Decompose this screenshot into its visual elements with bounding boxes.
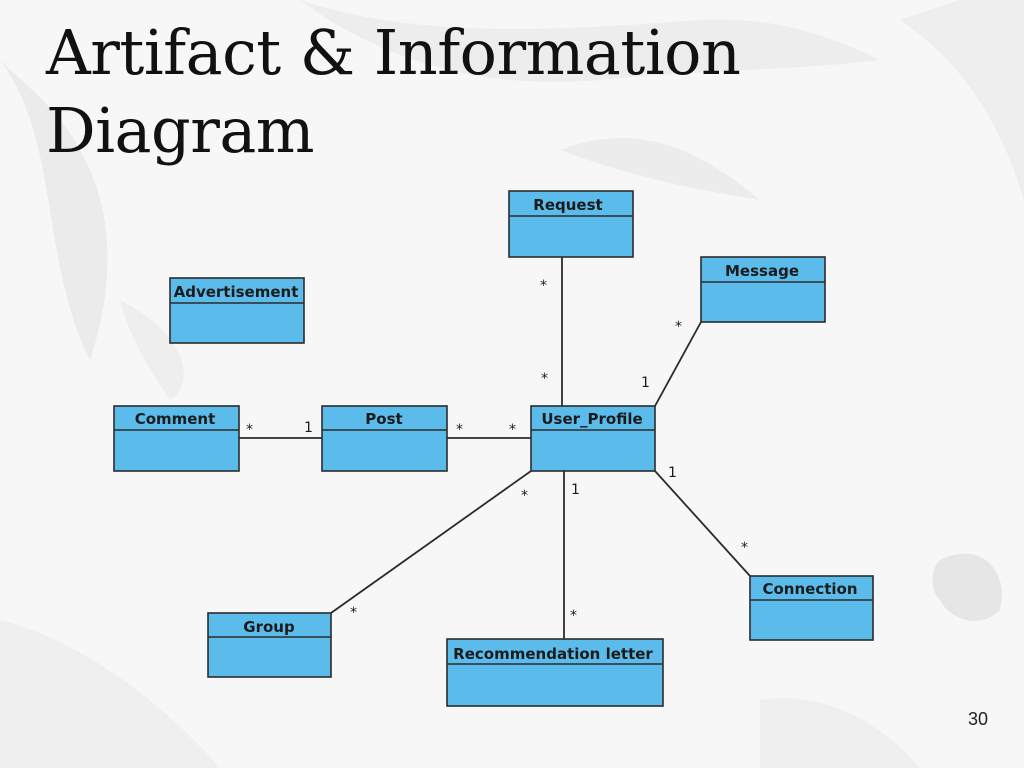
class-user-profile: User_Profile: [530, 405, 656, 472]
page-number: 30: [967, 709, 988, 729]
multiplicity-post-end: *: [456, 422, 463, 438]
class-connection-name: Connection: [762, 580, 857, 598]
class-comment: Comment: [113, 405, 240, 472]
class-group-name: Group: [243, 618, 295, 636]
multiplicity-message-end: *: [675, 319, 682, 335]
class-group: Group: [207, 612, 332, 678]
association-user-profile-connection: [654, 470, 751, 577]
class-request: Request: [508, 190, 634, 258]
multiplicity-connection-end: *: [741, 540, 748, 556]
multiplicity-user-profile-group-end: *: [521, 488, 528, 504]
multiplicity-user-profile-post-end: *: [509, 422, 516, 438]
class-connection: Connection: [749, 575, 874, 641]
multiplicity-group-end: *: [350, 605, 357, 621]
slide-title-line-1: Artifact & Information: [46, 16, 741, 89]
multiplicity-request-end: *: [540, 278, 547, 294]
class-recommendation-letter-name: Recommendation letter: [453, 645, 653, 663]
class-comment-name: Comment: [135, 410, 216, 428]
multiplicity-user-profile-request-end: *: [541, 371, 548, 387]
class-post: Post: [321, 405, 448, 472]
class-advertisement: Advertisement: [169, 277, 305, 344]
class-user-profile-name: User_Profile: [541, 410, 642, 428]
multiplicity-user-profile-connection-end: 1: [668, 465, 677, 481]
class-message-name: Message: [725, 262, 799, 280]
multiplicity-comment-end: *: [246, 422, 253, 438]
class-request-name: Request: [533, 196, 602, 214]
multiplicity-post-comment-end: 1: [304, 420, 313, 436]
class-message: Message: [700, 256, 826, 323]
slide-title-line-2: Diagram: [46, 94, 315, 167]
multiplicity-user-profile-recommendation-end: 1: [571, 482, 580, 498]
association-message-user-profile: [654, 321, 702, 407]
class-advertisement-name: Advertisement: [174, 283, 299, 301]
class-post-name: Post: [365, 410, 402, 428]
association-user-profile-group: [330, 470, 532, 614]
multiplicity-user-profile-message-end: 1: [641, 375, 650, 391]
multiplicity-recommendation-letter-end: *: [570, 608, 577, 624]
class-recommendation-letter: Recommendation letter: [446, 638, 664, 707]
slide-title: Artifact & Information Diagram: [46, 14, 741, 170]
